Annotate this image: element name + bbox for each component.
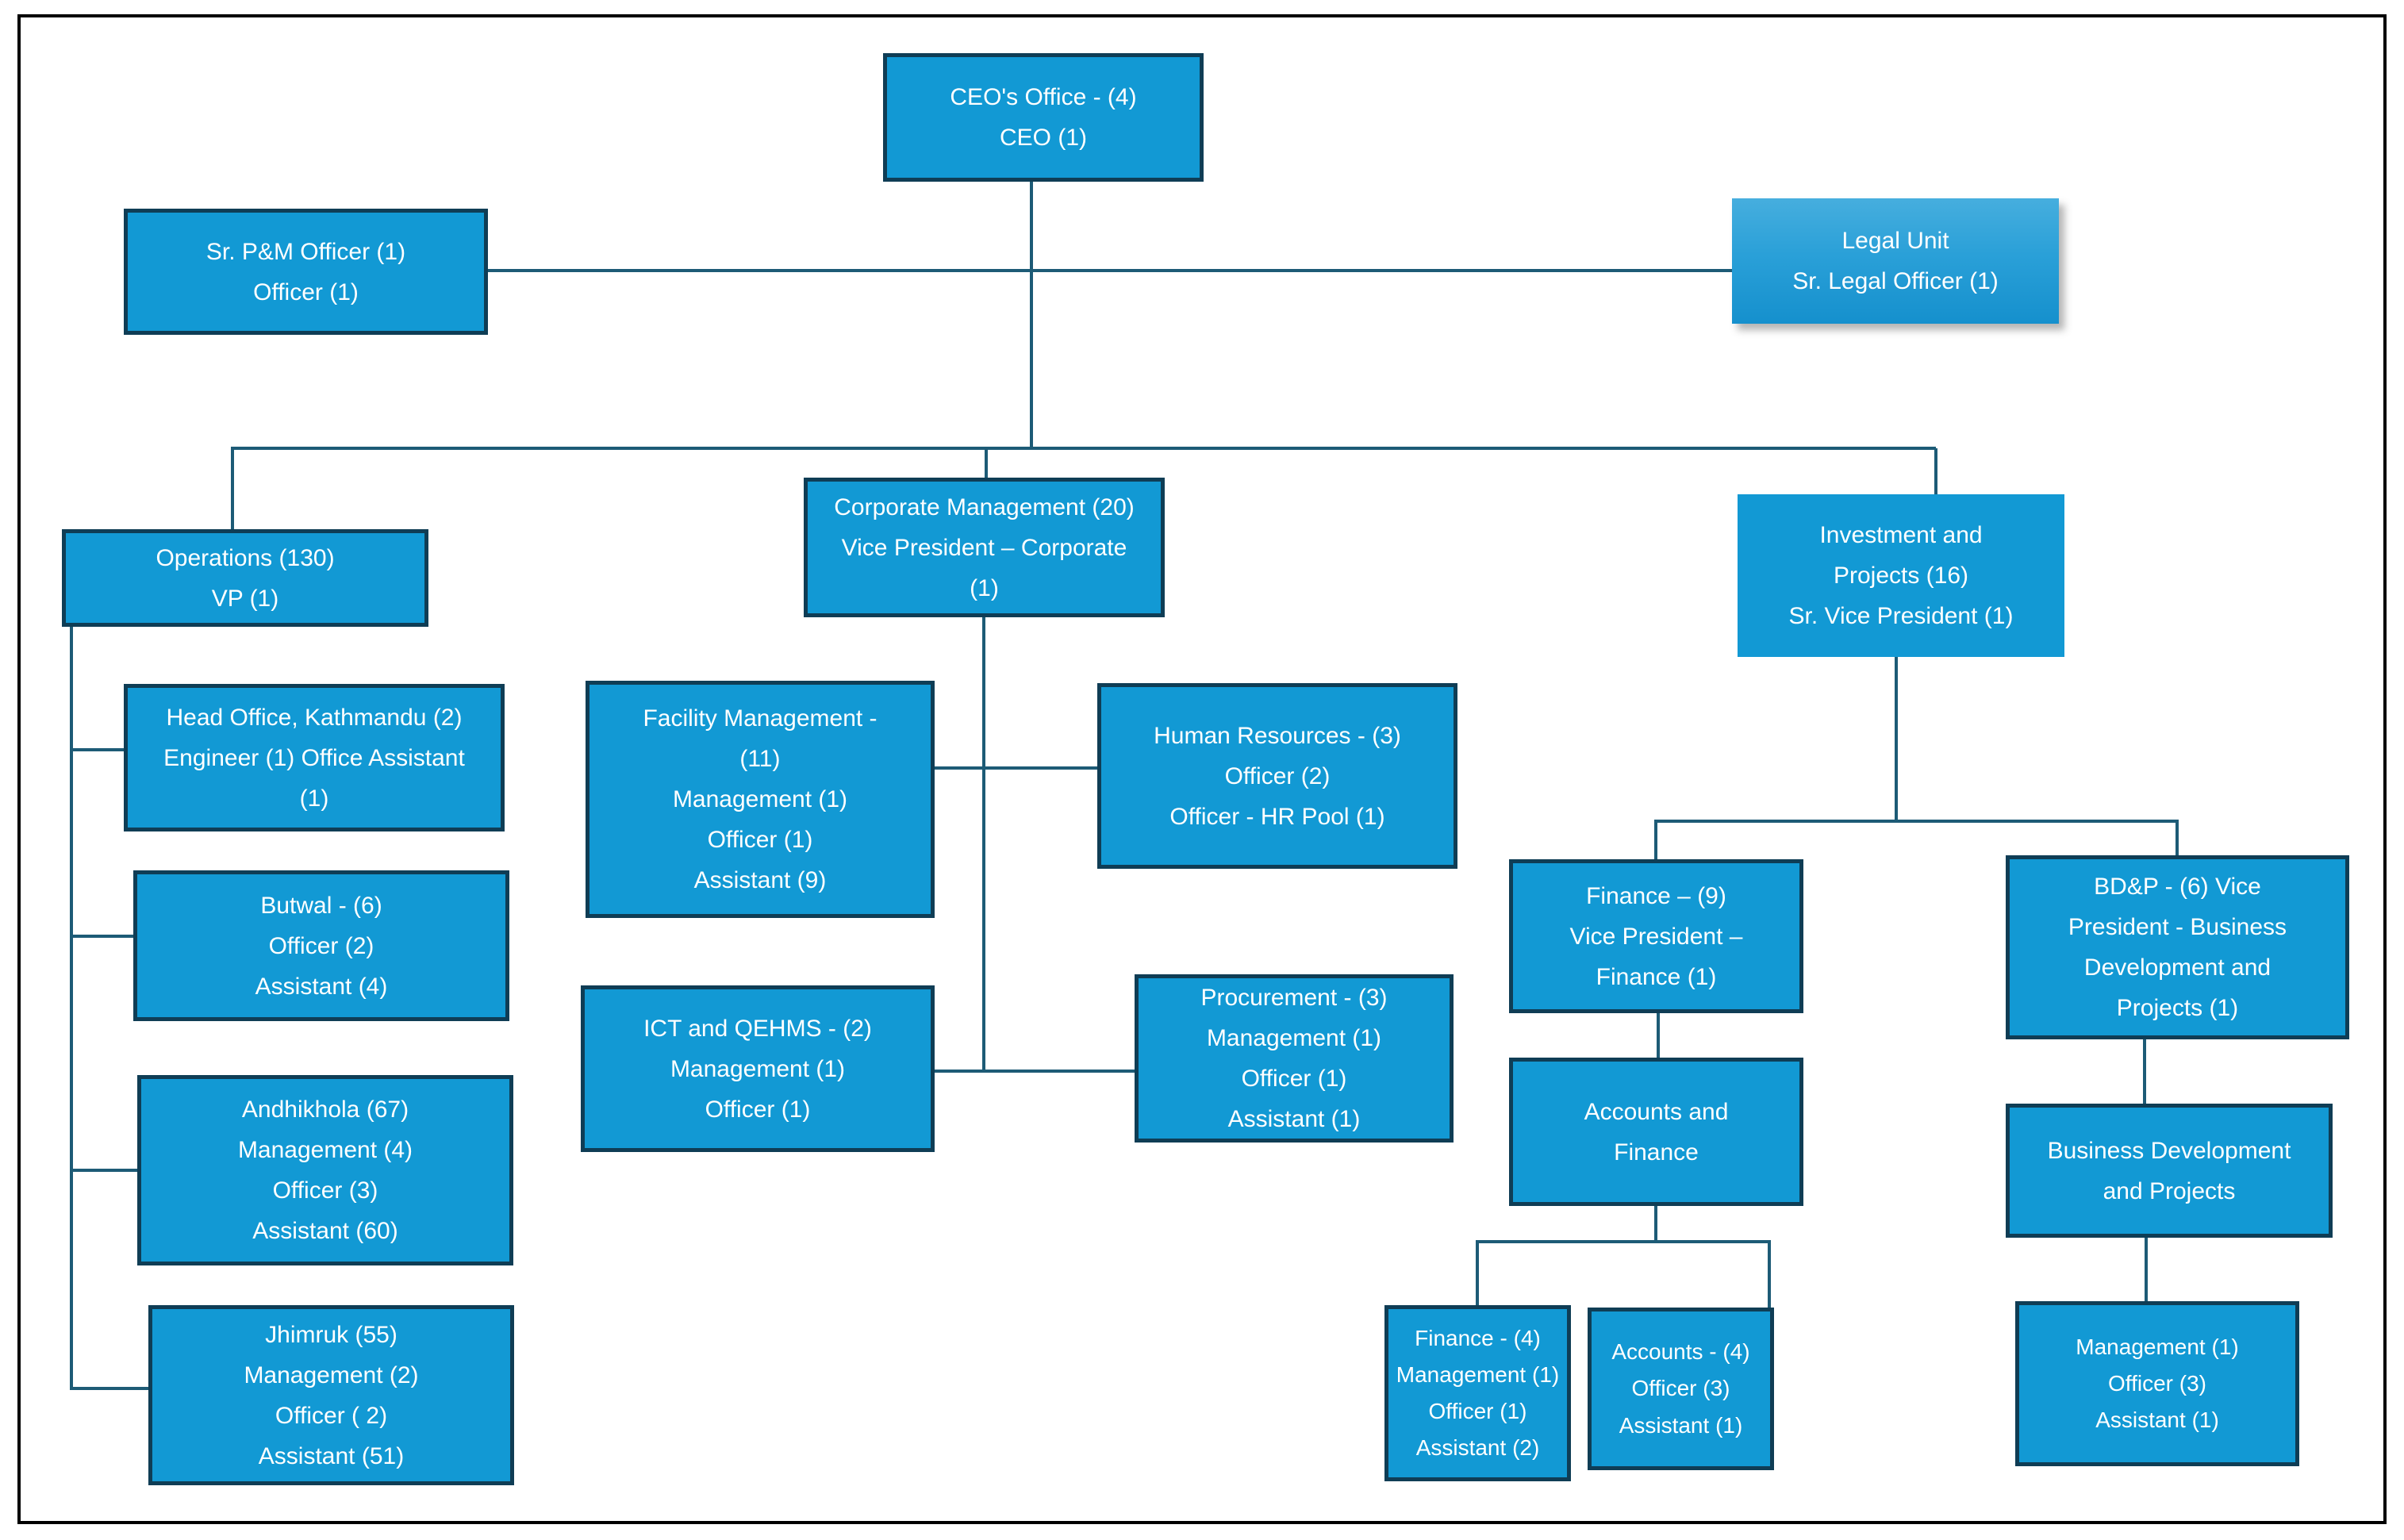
- org-box-ict-qehms: ICT and QEHMS - (2) Management (1) Offic…: [581, 985, 935, 1152]
- org-box-facility-management: Facility Management - (11) Management (1…: [586, 681, 935, 918]
- org-box-human-resources-label: Human Resources - (3) Officer (2) Office…: [1154, 722, 1401, 830]
- connector-butwal-stub: [71, 935, 135, 938]
- org-box-head-office-kathmandu-label: Head Office, Kathmandu (2) Engineer (1) …: [163, 704, 465, 812]
- org-box-head-office-kathmandu: Head Office, Kathmandu (2) Engineer (1) …: [124, 684, 505, 831]
- connector-corporate-drop: [985, 448, 988, 479]
- org-box-bdp-label: BD&P - (6) Vice President - Business Dev…: [2068, 874, 2287, 1021]
- org-box-procurement: Procurement - (3) Management (1) Officer…: [1135, 974, 1454, 1143]
- org-box-corporate-management-label: Corporate Management (20) Vice President…: [834, 493, 1135, 601]
- connector-head-office-stub: [71, 748, 125, 751]
- org-box-procurement-label: Procurement - (3) Management (1) Officer…: [1200, 985, 1388, 1132]
- connector-andhikhola-stub: [71, 1169, 139, 1172]
- connector-investment-children: [1654, 820, 2179, 823]
- connector-bdp-drop: [2176, 821, 2179, 857]
- org-box-butwal: Butwal - (6) Officer (2) Assistant (4): [133, 870, 509, 1021]
- org-box-bdp-staff: Management (1) Officer (3) Assistant (1): [2015, 1301, 2299, 1466]
- org-box-ict-qehms-label: ICT and QEHMS - (2) Management (1) Offic…: [643, 1015, 872, 1123]
- org-box-sr-pm-officer: Sr. P&M Officer (1) Officer (1): [124, 209, 488, 335]
- connector-facility-hr: [935, 766, 1099, 770]
- connector-finance-drop: [1654, 821, 1657, 859]
- connector-investment-drop: [1934, 448, 1937, 496]
- outer-frame: [17, 14, 2387, 1524]
- org-box-bdp-staff-label: Management (1) Officer (3) Assistant (1): [2076, 1334, 2239, 1433]
- org-box-business-development-projects: Business Development and Projects: [2006, 1104, 2333, 1238]
- org-box-bdp: BD&P - (6) Vice President - Business Dev…: [2006, 855, 2349, 1039]
- org-box-accounts-dept: Accounts - (4) Officer (3) Assistant (1): [1588, 1308, 1774, 1470]
- connector-accounts4-drop: [1768, 1242, 1771, 1309]
- connector-finance-accounts: [1657, 1013, 1660, 1058]
- org-box-corporate-management: Corporate Management (20) Vice President…: [804, 478, 1165, 617]
- connector-operations-rail: [70, 627, 73, 1390]
- org-box-legal-unit: Legal Unit Sr. Legal Officer (1): [1732, 198, 2059, 324]
- org-box-finance: Finance – (9) Vice President – Finance (…: [1509, 859, 1803, 1013]
- connector-pm-legal: [488, 269, 1732, 272]
- connector-corporate-riser: [982, 617, 985, 1073]
- connector-ceo-riser: [1030, 182, 1033, 448]
- org-box-butwal-label: Butwal - (6) Officer (2) Assistant (4): [255, 892, 388, 1000]
- org-box-andhikhola: Andhikhola (67) Management (4) Officer (…: [137, 1075, 513, 1265]
- org-box-investment-projects-label: Investment and Projects (16) Sr. Vice Pr…: [1788, 522, 2014, 629]
- connector-finance4-drop: [1476, 1242, 1479, 1305]
- org-box-investment-projects: Investment and Projects (16) Sr. Vice Pr…: [1738, 494, 2064, 657]
- org-box-jhimruk-label: Jhimruk (55) Management (2) Officer ( 2)…: [244, 1321, 419, 1469]
- org-box-ceo-office-label: CEO's Office - (4) CEO (1): [950, 84, 1137, 151]
- connector-bdp-bd: [2143, 1039, 2146, 1104]
- connector-bd-staff: [2145, 1238, 2148, 1301]
- org-box-ceo-office: CEO's Office - (4) CEO (1): [883, 53, 1204, 182]
- connector-jhimruk-stub: [71, 1387, 150, 1390]
- org-box-human-resources: Human Resources - (3) Officer (2) Office…: [1097, 683, 1457, 869]
- connector-investment-riser: [1895, 657, 1898, 823]
- org-box-accounts-dept-label: Accounts - (4) Officer (3) Assistant (1): [1611, 1339, 1750, 1438]
- org-box-accounts-and-finance: Accounts and Finance: [1509, 1058, 1803, 1206]
- org-box-sr-pm-officer-label: Sr. P&M Officer (1) Officer (1): [205, 238, 406, 305]
- org-box-operations: Operations (130) VP (1): [62, 529, 428, 627]
- connector-distribution: [231, 447, 1936, 450]
- org-box-finance-label: Finance – (9) Vice President – Finance (…: [1569, 882, 1743, 990]
- org-box-finance-dept: Finance - (4) Management (1) Officer (1)…: [1384, 1305, 1571, 1481]
- connector-accounts-children: [1476, 1240, 1771, 1243]
- org-box-legal-unit-label: Legal Unit Sr. Legal Officer (1): [1792, 228, 1999, 294]
- org-box-accounts-and-finance-label: Accounts and Finance: [1584, 1098, 1729, 1166]
- org-box-andhikhola-label: Andhikhola (67) Management (4) Officer (…: [237, 1096, 413, 1244]
- connector-ict-procurement: [935, 1070, 1136, 1073]
- org-box-facility-management-label: Facility Management - (11) Management (1…: [643, 705, 877, 893]
- org-box-operations-label: Operations (130) VP (1): [156, 544, 335, 612]
- connector-accounts-riser: [1654, 1206, 1657, 1243]
- org-box-jhimruk: Jhimruk (55) Management (2) Officer ( 2)…: [148, 1305, 514, 1485]
- org-box-finance-dept-label: Finance - (4) Management (1) Officer (1)…: [1396, 1325, 1560, 1461]
- connector-operations-drop: [231, 448, 234, 529]
- org-box-business-development-projects-label: Business Development and Projects: [2047, 1137, 2291, 1204]
